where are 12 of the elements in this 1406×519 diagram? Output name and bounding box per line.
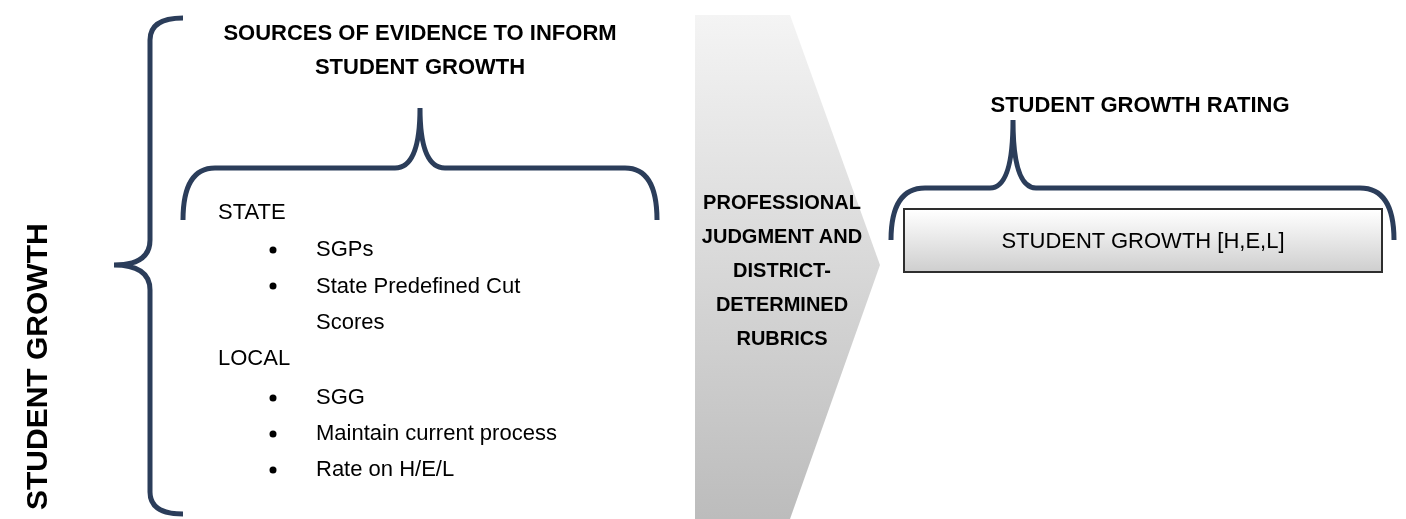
list-item: SGPs — [316, 235, 374, 263]
arrow-text: PROFESSIONAL JUDGMENT AND DISTRICT-DETERMINED RUBRICS — [700, 190, 864, 351]
list-item: Rate on H/E/L — [316, 455, 455, 483]
group-heading: LOCAL — [218, 344, 291, 372]
list-item: SGG — [316, 383, 365, 411]
rating-box: STUDENT GROWTH [H,E,L] — [903, 208, 1383, 273]
section-heading: STUDENT GROWTH RATING — [989, 91, 1291, 119]
section-heading: SOURCES OF EVIDENCE TO INFORM STUDENT GROWTH — [222, 19, 618, 81]
list-item: State Predefined Cut Scores — [316, 272, 522, 336]
list-item: Maintain current process — [316, 419, 557, 447]
vertical-title: STUDENT GROWTH — [20, 223, 54, 510]
group-heading: STATE — [218, 198, 286, 226]
